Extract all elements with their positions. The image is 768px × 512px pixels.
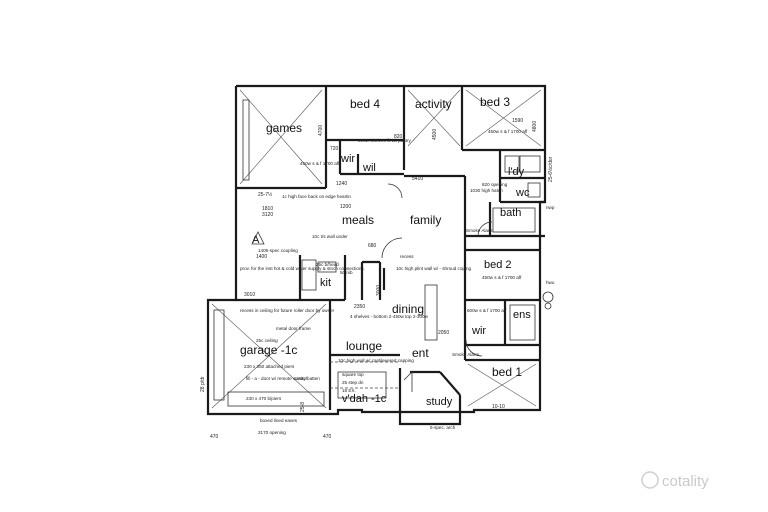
room-family: family (410, 213, 441, 227)
room-verandah: v'dah -1c (342, 393, 387, 405)
room-wir-lower: wir (471, 325, 486, 337)
dim-3000: 3000 (376, 285, 382, 296)
dim-2350: 2350 (354, 304, 365, 310)
room-bed-4: bed 4 (350, 97, 380, 111)
note-boxed-eaves: boxed lined eaves (260, 418, 298, 423)
dim-1590: 1590 (512, 118, 523, 124)
note-shelves: 4 shelves - bottom 2-450w top 2-300w (350, 314, 429, 319)
note-garage-recess: recess in ceiling for future roller door… (240, 308, 335, 313)
dim-4700: 4700 (318, 125, 324, 136)
dim-470-left: 470 (210, 434, 219, 440)
note-provision: prov. for the inst hot & cold water supp… (240, 266, 364, 271)
room-ent: ent (412, 346, 429, 360)
note-bed2-robe: 450w s & f 1700 aff (482, 275, 522, 280)
dim-820: 820 (394, 134, 403, 140)
note-smoke-mid: Smoke Alarm (452, 352, 479, 357)
room-dining: dining (392, 302, 424, 316)
room-activity: activity (415, 97, 452, 111)
note-ledge: 18 EX. (342, 388, 356, 393)
note-step: 25 step dn (342, 380, 364, 385)
note-bulkhead: 25c b/head (316, 262, 339, 267)
room-wc: wc (515, 187, 530, 199)
room-wil: wil (362, 162, 376, 174)
fixtures (213, 99, 554, 407)
note-recess: recess (400, 254, 414, 259)
room-labels: games bed 4 activity bed 3 wir wil l'dy … (240, 95, 531, 408)
note-cavity: cavity batten (294, 376, 320, 381)
room-laundry: l'dy (508, 166, 525, 178)
note-hwu: hwu (546, 280, 555, 285)
dim-25-7: 25-7½ (258, 191, 273, 198)
note-opening: 820 opening (482, 182, 508, 187)
room-garage: garage -1c (240, 343, 297, 357)
note-nwp: nwp (546, 205, 555, 210)
dim-4500: 4500 (432, 129, 438, 140)
dimensions: 4700 4500 3000 820 720 680 1590 1240 120… (200, 118, 554, 440)
room-kit: kit (320, 277, 331, 289)
note-fill: fill - a - door w/ remote control (246, 376, 307, 381)
internal-walls (236, 86, 545, 410)
room-bath: bath (500, 207, 521, 219)
dim-1400: 1400 (256, 254, 267, 260)
dim-25-6: 25-6½c/dor (547, 156, 554, 182)
note-piers-bottom: 230 x 470 b/piers (246, 396, 282, 401)
dim-1240: 1240 (336, 181, 347, 187)
dim-1810: 1810 (262, 206, 273, 212)
dim-4800: 4800 (532, 121, 538, 132)
section-marker-a: A (252, 234, 260, 246)
watermark-logo-icon (641, 471, 659, 489)
dim-2050: 2050 (438, 330, 449, 336)
room-bed-2: bed 2 (484, 259, 512, 271)
dim-1200: 1200 (340, 204, 351, 210)
note-cantilever: 10c high wall w/ cantilevered capping (338, 358, 414, 363)
dim-3120: 3120 (262, 212, 273, 218)
note-coupling: 1405-spec coupling (258, 248, 298, 253)
note-pantry: 400w shelves fit as pantry (358, 138, 412, 143)
room-wir-upper: wir (340, 153, 355, 165)
note-bed4-robe: 450w s & f 1700 aff (300, 161, 340, 166)
note-wall-under: 10c t/s wall under (312, 234, 348, 239)
dim-3010: 3010 (244, 292, 255, 298)
dim-720: 720 (330, 146, 339, 152)
note-ens-robe: 600w s & f 1700 aff (467, 308, 507, 313)
dim-680: 680 (368, 243, 377, 249)
note-square: square top (342, 372, 364, 377)
dim-10-10: 10-10 (492, 404, 505, 410)
watermark: cotality (641, 471, 709, 490)
note-piers-top: 230 x 350 attached piers (244, 364, 295, 369)
diagonal-guides (211, 89, 542, 409)
note-bench: 1c high face back on edge heartin (282, 194, 351, 199)
room-bed-3: bed 3 (480, 95, 510, 109)
dim-5410: 5410 (412, 176, 423, 182)
room-ens: ens (513, 309, 531, 321)
note-plinth: 10c high plint wall w/ - shroud coping (396, 266, 472, 271)
note-smoke-top: Smoke Alarm (466, 228, 493, 233)
dim-28: 28 p/dr (200, 376, 206, 392)
room-study: study (426, 396, 453, 408)
note-opening-bottom: 3170 opening (258, 430, 286, 435)
dim-470-right: 470 (323, 434, 332, 440)
room-meals: meals (342, 213, 374, 227)
note-hatch: 1030 high hatch (470, 188, 503, 193)
note-bed3-robe: 450w s & f 1700 aff (488, 129, 528, 134)
annotations: 400w shelves fit as pantry 450w s & f 17… (240, 129, 555, 435)
room-lounge: lounge (346, 339, 382, 353)
note-nib: 50 nib (340, 270, 353, 275)
dim-25-8: 25-8 (300, 402, 306, 412)
watermark-text: cotality (662, 473, 709, 490)
note-garage-ceiling: 25c ceiling (256, 338, 278, 343)
note-sewer: 5-spec. arch (430, 425, 456, 430)
room-bed-1: bed 1 (492, 365, 522, 379)
room-games: games (266, 121, 302, 135)
note-metal-frame: metal door frame (276, 326, 311, 331)
